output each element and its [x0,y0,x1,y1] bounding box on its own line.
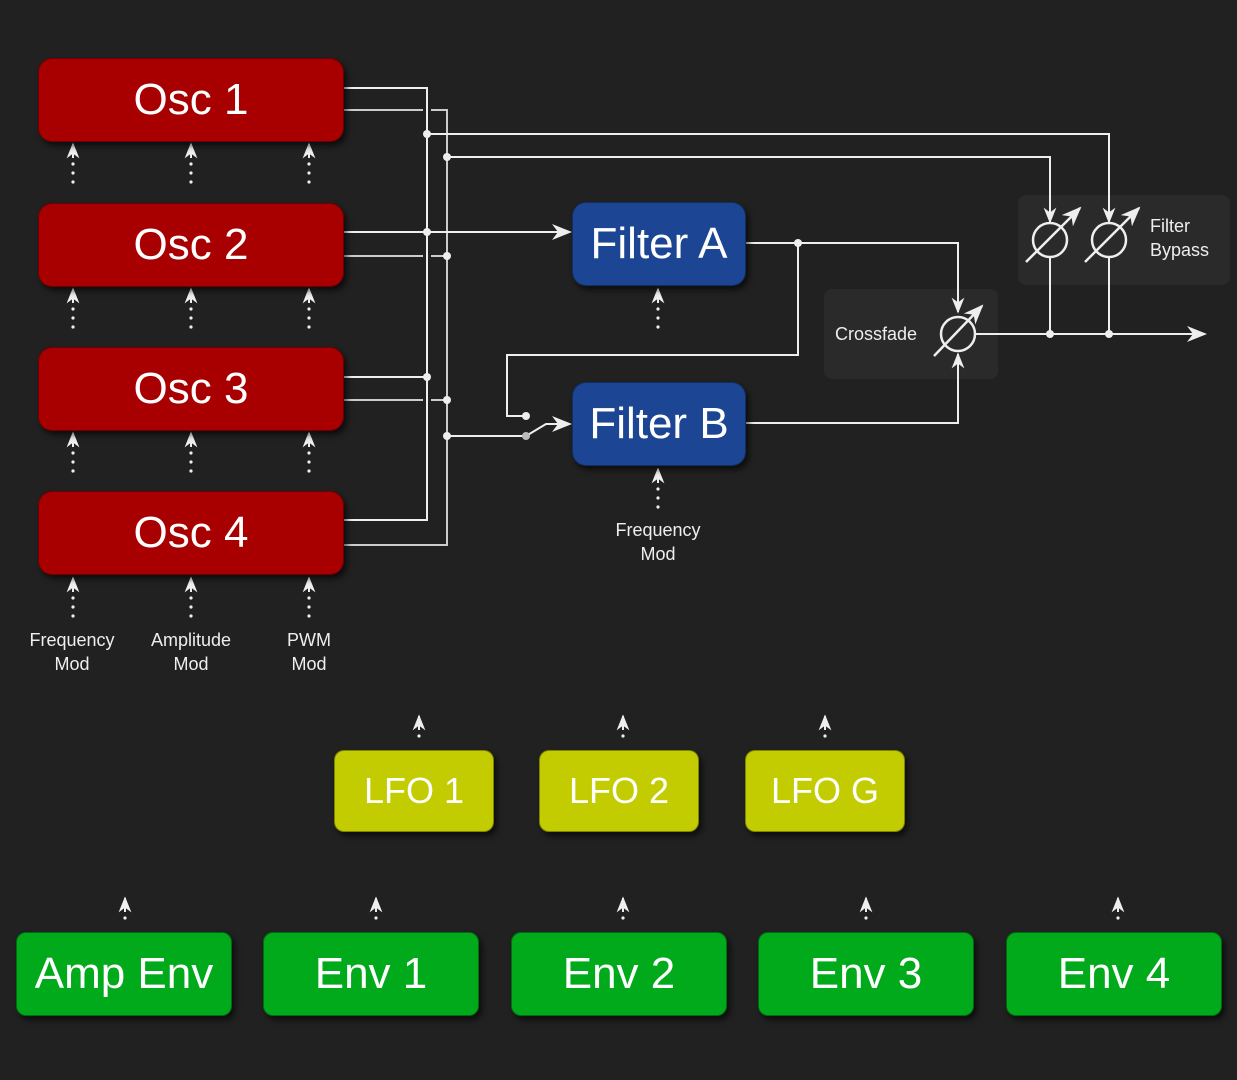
mod-input-arrow-icon [66,576,80,618]
osc-2-block[interactable]: Osc 2 [38,203,344,287]
env-2-block[interactable]: Env 2 [511,932,727,1016]
osc-4-label: Osc 4 [133,508,249,557]
osc1-out-a [344,87,428,521]
lfo-out-arrow-icon [616,714,630,738]
mod-input-arrow-icon [66,431,80,473]
env-out-arrow-icon [369,896,383,920]
env-3-block[interactable]: Env 3 [758,932,974,1016]
mod-input-arrow-icon [66,142,80,184]
bypass-line-1 [427,133,1116,224]
lfo-out-arrow-icon [818,714,832,738]
label-line: Frequency [29,630,115,650]
osc-1-label: Osc 1 [133,75,249,124]
mod-input-arrow-icon [184,287,198,329]
mod-input-arrow-icon [184,142,198,184]
filter-b-block[interactable]: Filter B [572,382,746,466]
env-3-label: Env 3 [809,949,923,998]
filter-b-to-crossfade [746,352,965,424]
osc-3-block[interactable]: Osc 3 [38,347,344,431]
env-out-arrow-icon [616,896,630,920]
mod-input-arrow-icon [302,142,316,184]
lfo-1-block[interactable]: LFO 1 [334,750,494,832]
mod-input-arrow-icon [184,431,198,473]
bypass-vca-icon-2 [1084,206,1141,263]
env-4-label: Env 4 [1057,949,1171,998]
lfo-g-block[interactable]: LFO G [745,750,905,832]
env-out-arrow-icon [1111,896,1125,920]
switch-lever [525,416,572,437]
osc1-out-b [344,109,448,546]
env-2-label: Env 2 [562,949,676,998]
env-1-label: Env 1 [314,949,428,998]
label-line: PWM [287,630,331,650]
lfo-2-block[interactable]: LFO 2 [539,750,699,832]
lfo-1-label: LFO 1 [363,770,465,811]
filter-a-to-crossfade [746,242,965,314]
label-line: Frequency [615,520,701,540]
filter-b-mod-arrow-icon [651,467,665,509]
mod-input-arrow-icon [302,431,316,473]
crossfade-label: Crossfade [834,324,918,344]
filter-a-label: Filter A [590,219,728,268]
filter-b-label: Filter B [589,399,729,448]
lfo-2-label: LFO 2 [568,770,670,811]
mod-input-arrow-icon [302,576,316,618]
bypass-vca-icon-1 [1025,206,1082,263]
env-out-arrow-icon [859,896,873,920]
filter-a-mod-arrow-icon [651,287,665,329]
amp-env-label: Amp Env [34,949,214,998]
label-line: Mod [54,654,90,674]
crossfade-panel [824,289,998,379]
label-line: Filter [1150,216,1190,236]
label-line: Amplitude [150,630,232,650]
crossfade-vca-icon [933,304,984,357]
amp-env-block[interactable]: Amp Env [16,932,232,1016]
label-line: Mod [291,654,327,674]
mod-input-arrow-icon [302,287,316,329]
env-1-block[interactable]: Env 1 [263,932,479,1016]
env-out-arrow-icon [118,896,132,920]
label-line: Bypass [1150,240,1210,260]
env-4-block[interactable]: Env 4 [1006,932,1222,1016]
lfo-out-arrow-icon [412,714,426,738]
label-line: Mod [640,544,676,564]
filter-a-serial [506,243,799,417]
filter-a-block[interactable]: Filter A [572,202,746,286]
mod-input-arrow-icon [184,576,198,618]
label-line: Mod [173,654,209,674]
lfo-g-label: LFO G [770,770,880,811]
osc-pwm-mod-label: PWM Mod [259,628,359,676]
mod-input-arrow-icon [66,287,80,329]
osc-2-label: Osc 2 [133,220,249,269]
osc-3-label: Osc 3 [133,364,249,413]
bypass-line-2 [447,156,1057,224]
osc-1-block[interactable]: Osc 1 [38,58,344,142]
osc-4-block[interactable]: Osc 4 [38,491,344,575]
